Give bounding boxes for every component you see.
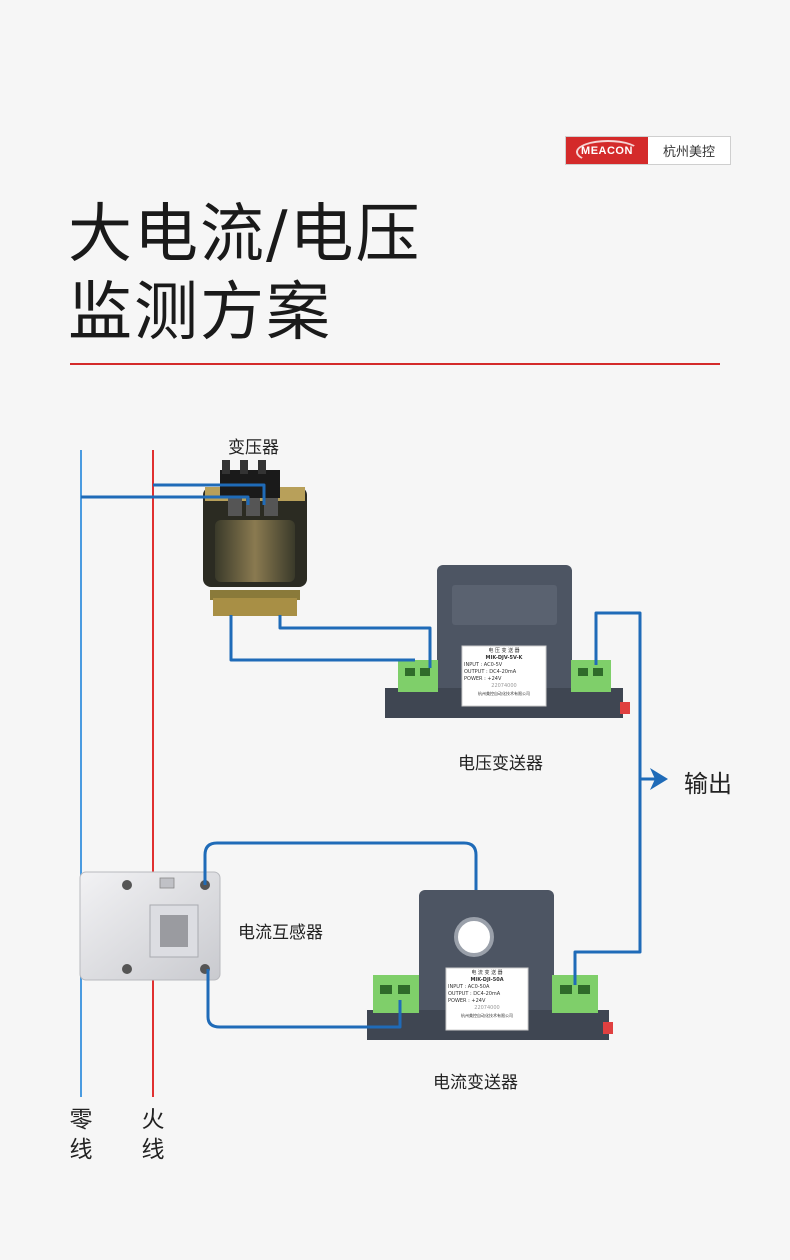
- ctx-plate-serial: 22074000: [474, 1005, 500, 1011]
- vt-plate-line4: OUTPUT : DC4-20mA: [464, 669, 517, 675]
- vt-plate-line1: 电 压 变 送 器: [488, 648, 520, 654]
- wire-transformer-to-vt-1: [229, 615, 415, 662]
- logo-swoosh-icon: [576, 140, 640, 164]
- ctx-plate-line2: MIK-DJI-50A: [470, 977, 504, 983]
- label-neutral-wire: 零线: [69, 1107, 93, 1163]
- transformer-device: [203, 460, 307, 616]
- title-divider: [70, 363, 720, 365]
- brand-logo: MEACON 杭州美控: [565, 136, 731, 165]
- company-name: 杭州美控: [662, 145, 715, 160]
- vt-plate-line3: INPUT : AC0-5V: [464, 662, 503, 668]
- wire-vt-output: [573, 611, 642, 985]
- wire-transformer-to-vt-2: [278, 615, 432, 668]
- wire-ct-to-ctx-top: [203, 841, 478, 890]
- ctx-plate-line5: POWER : +24V: [448, 998, 486, 1004]
- label-voltage-transmitter: 电压变送器: [458, 754, 543, 774]
- vt-plate-line2: MIK-DJV-5V-K: [485, 655, 523, 661]
- vt-plate-line5: POWER : +24V: [464, 676, 502, 682]
- ctx-nameplate: 电 流 变 送 器 MIK-DJI-50A INPUT : AC0-50A OU…: [448, 970, 526, 1019]
- vt-plate-maker: 杭州美控自动化技术有限公司: [478, 691, 530, 696]
- label-output: 输出: [684, 770, 732, 798]
- title-line-2: 监测方案: [68, 276, 332, 350]
- brand-mark: MEACON: [566, 137, 648, 164]
- voltage-transmitter-device: [385, 565, 630, 718]
- ctx-plate-line1: 电 流 变 送 器: [471, 970, 503, 976]
- wire-ct-to-ctx-bottom: [206, 969, 402, 1029]
- current-transmitter-device: [367, 890, 613, 1040]
- wire-live-to-transformer: [153, 483, 266, 505]
- label-current-transmitter: 电流变送器: [433, 1073, 518, 1093]
- wire-neutral-to-transformer: [81, 495, 250, 505]
- current-transformer-device: [79, 871, 221, 981]
- label-current-transformer: 电流互感器: [238, 923, 323, 943]
- page-title: 大电流/电压 监测方案: [68, 196, 422, 352]
- output-arrow-icon: [650, 768, 668, 790]
- label-transformer: 变压器: [228, 438, 279, 458]
- title-line-1: 大电流/电压: [68, 198, 422, 272]
- ctx-plate-line3: INPUT : AC0-50A: [448, 984, 490, 990]
- vt-nameplate: 电 压 变 送 器 MIK-DJV-5V-K INPUT : AC0-5V OU…: [464, 648, 544, 697]
- label-live-wire: 火线: [141, 1107, 165, 1163]
- ctx-plate-maker: 杭州美控自动化技术有限公司: [461, 1013, 513, 1018]
- ctx-plate-line4: OUTPUT : DC4-20mA: [448, 991, 501, 997]
- vt-plate-serial: 22074000: [491, 683, 517, 689]
